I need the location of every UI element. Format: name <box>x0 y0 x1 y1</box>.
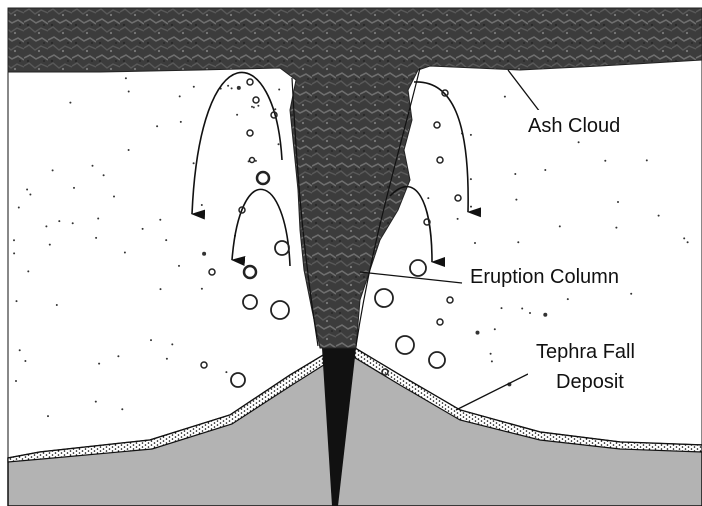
air-dot <box>95 401 97 403</box>
air-dot <box>165 239 167 241</box>
air-dot <box>227 85 229 87</box>
air-dot <box>27 270 29 272</box>
air-dot <box>470 134 472 136</box>
air-dot <box>24 360 26 362</box>
air-dot <box>231 87 233 89</box>
air-dot <box>683 237 685 239</box>
air-dot <box>490 353 492 355</box>
air-dot <box>121 408 123 410</box>
air-dot <box>160 288 162 290</box>
air-dot <box>95 237 97 239</box>
air-dot <box>474 242 476 244</box>
air-dot <box>179 95 181 97</box>
air-dot <box>201 288 203 290</box>
air-dot <box>457 218 459 220</box>
air-dot <box>470 178 472 180</box>
air-dot <box>236 114 238 116</box>
air-dot <box>501 307 503 309</box>
air-dot <box>26 189 28 191</box>
air-dot <box>257 105 259 107</box>
air-dot <box>278 143 280 145</box>
air-dot <box>491 360 493 362</box>
air-dot <box>125 77 127 79</box>
air-dot <box>128 149 130 151</box>
air-dot <box>18 207 20 209</box>
air-dot <box>142 228 144 230</box>
air-dot <box>630 293 632 295</box>
air-dot <box>166 358 168 360</box>
air-dot <box>29 194 31 196</box>
air-dot <box>687 241 689 243</box>
air-dot <box>13 252 15 254</box>
air-dot <box>476 331 480 335</box>
air-dot <box>427 197 429 199</box>
air-dot <box>128 91 130 93</box>
air-dot <box>544 169 546 171</box>
air-dot <box>567 298 569 300</box>
ash-cloud-label: Ash Cloud <box>528 115 620 137</box>
air-dot <box>646 159 648 161</box>
eruption-column-label: Eruption Column <box>470 266 619 288</box>
air-dot <box>514 173 516 175</box>
air-dot <box>52 169 54 171</box>
air-dot <box>124 252 126 254</box>
air-dot <box>515 199 517 201</box>
air-dot <box>13 239 15 241</box>
air-dot <box>202 252 206 256</box>
air-dot <box>617 201 619 203</box>
air-dot <box>253 106 255 108</box>
air-dot <box>193 162 195 164</box>
air-dot <box>470 206 472 208</box>
air-dot <box>658 215 660 217</box>
air-dot <box>73 187 75 189</box>
air-dot <box>69 102 71 104</box>
air-dot <box>274 108 276 110</box>
air-dot <box>150 339 152 341</box>
air-dot <box>49 244 51 246</box>
air-dot <box>156 125 158 127</box>
air-dot <box>201 204 203 206</box>
air-dot <box>180 121 182 123</box>
air-dot <box>559 225 561 227</box>
tephra-fall-label-line2: Deposit <box>556 371 624 393</box>
air-dot <box>72 222 74 224</box>
air-dot <box>15 380 17 382</box>
air-dot <box>92 165 94 167</box>
air-dot <box>517 241 519 243</box>
air-dot <box>98 363 100 365</box>
air-dot <box>504 96 506 98</box>
air-dot <box>529 312 531 314</box>
air-dot <box>251 106 253 108</box>
air-dot <box>45 225 47 227</box>
air-dot <box>19 349 21 351</box>
air-dot <box>278 89 280 91</box>
air-dot <box>237 86 241 90</box>
air-dot <box>225 371 227 373</box>
air-dot <box>113 196 115 198</box>
air-dot <box>47 415 49 417</box>
air-dot <box>97 218 99 220</box>
air-dot <box>604 160 606 162</box>
air-dot <box>578 141 580 143</box>
air-dot <box>103 174 105 176</box>
air-dot <box>193 86 195 88</box>
tephra-fall-label-line1: Tephra Fall <box>536 341 635 363</box>
air-dot <box>56 304 58 306</box>
air-dot <box>178 265 180 267</box>
air-dot <box>117 355 119 357</box>
air-dot <box>543 313 547 317</box>
air-dot <box>615 227 617 229</box>
air-dot <box>494 328 496 330</box>
air-dot <box>521 308 523 310</box>
air-dot <box>159 219 161 221</box>
air-dot <box>171 343 173 345</box>
air-dot <box>16 300 18 302</box>
air-dot <box>58 220 60 222</box>
